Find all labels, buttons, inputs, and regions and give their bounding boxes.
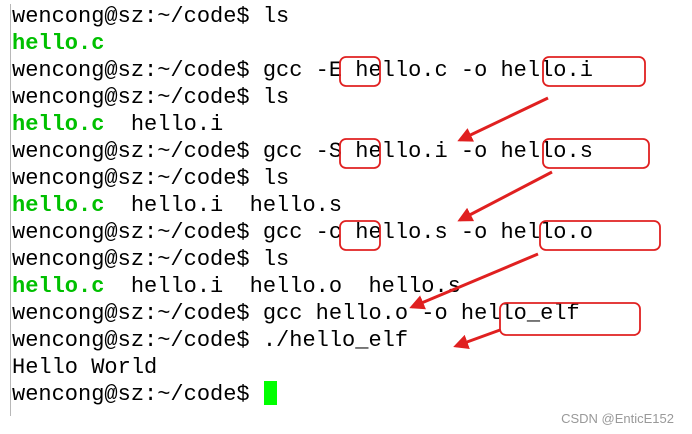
shell-prompt: wencong@sz:~/code$ <box>12 58 250 83</box>
command-text: ./hello_elf <box>249 328 409 353</box>
command-text: gcc -E hello.c -o hello.i <box>249 58 593 83</box>
shell-prompt: wencong@sz:~/code$ <box>12 139 250 164</box>
command-text: ls <box>249 166 290 191</box>
shell-prompt: wencong@sz:~/code$ <box>12 85 250 110</box>
terminal-line-14: Hello World <box>12 354 157 381</box>
shell-prompt: wencong@sz:~/code$ <box>12 247 250 272</box>
output-source-file: hello.c <box>12 193 105 218</box>
shell-prompt: wencong@sz:~/code$ <box>12 4 250 29</box>
terminal-line-13: wencong@sz:~/code$ ./hello_elf <box>12 327 408 354</box>
terminal-line-8: hello.c hello.i hello.s <box>12 192 342 219</box>
command-text: ls <box>249 247 290 272</box>
command-text: gcc -c hello.s -o hello.o <box>249 220 593 245</box>
shell-prompt: wencong@sz:~/code$ <box>12 301 250 326</box>
terminal-left-border <box>10 4 11 416</box>
terminal-line-9: wencong@sz:~/code$ gcc -c hello.s -o hel… <box>12 219 593 246</box>
terminal-line-4: wencong@sz:~/code$ ls <box>12 84 289 111</box>
output-text: hello.i <box>104 112 224 137</box>
shell-prompt: wencong@sz:~/code$ <box>12 166 250 191</box>
terminal-line-10: wencong@sz:~/code$ ls <box>12 246 289 273</box>
terminal-cursor <box>263 381 277 405</box>
terminal-line-2: hello.c <box>12 30 104 57</box>
command-text: ls <box>249 85 290 110</box>
terminal-line-11: hello.c hello.i hello.o hello.s <box>12 273 461 300</box>
output-source-file: hello.c <box>12 274 105 299</box>
terminal-line-15: wencong@sz:~/code$ <box>12 381 277 408</box>
command-text: gcc -S hello.i -o hello.s <box>249 139 593 164</box>
terminal-line-3: wencong@sz:~/code$ gcc -E hello.c -o hel… <box>12 57 593 84</box>
output-text: Hello World <box>12 355 158 380</box>
shell-prompt: wencong@sz:~/code$ <box>12 328 250 353</box>
output-text: hello.c <box>12 31 105 56</box>
terminal-line-6: wencong@sz:~/code$ gcc -S hello.i -o hel… <box>12 138 593 165</box>
output-text: hello.i hello.o hello.s <box>104 274 461 299</box>
terminal-line-12: wencong@sz:~/code$ gcc hello.o -o hello_… <box>12 300 580 327</box>
terminal-line-1: wencong@sz:~/code$ ls <box>12 3 289 30</box>
output-text: hello.i hello.s <box>104 193 343 218</box>
command-text: gcc hello.o -o hello_elf <box>249 301 580 326</box>
shell-prompt: wencong@sz:~/code$ <box>12 220 250 245</box>
watermark: CSDN @EnticE152 <box>561 411 674 426</box>
terminal-line-5: hello.c hello.i <box>12 111 223 138</box>
command-text: ls <box>249 4 290 29</box>
terminal-line-7: wencong@sz:~/code$ ls <box>12 165 289 192</box>
output-source-file: hello.c <box>12 112 105 137</box>
shell-prompt: wencong@sz:~/code$ <box>12 382 250 407</box>
